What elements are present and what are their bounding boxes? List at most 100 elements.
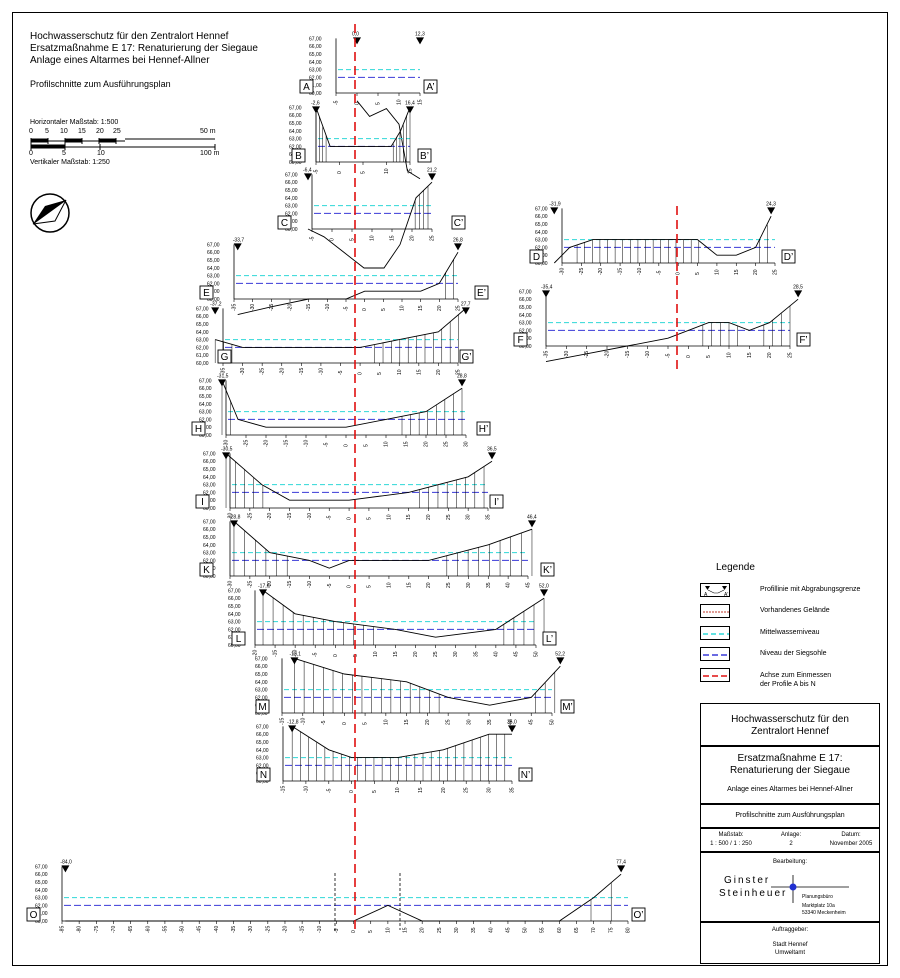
x-tick-label: -10 [293, 650, 299, 657]
x-tick-label: 25 [444, 441, 450, 447]
x-tick-label: -25 [584, 351, 590, 358]
x-tick-label: -25 [579, 268, 585, 275]
profile-label: M [258, 702, 266, 713]
profile-label-box [291, 148, 306, 163]
x-tick-label: 50 [523, 927, 529, 933]
profile-label: K’ [543, 565, 552, 576]
profile-label-box [781, 249, 796, 264]
y-tick-label: 63,00 [228, 620, 241, 626]
y-tick-label: 67,00 [255, 656, 268, 662]
x-tick-label: -15 [625, 351, 631, 358]
profile-label: N’ [521, 770, 530, 781]
x-tick-label: -20 [598, 268, 604, 275]
cut-distance-label: -31,9 [549, 201, 561, 207]
x-tick-label: -20 [288, 304, 294, 311]
legend-swatch-sohle [700, 647, 730, 661]
x-tick-label: 0 [358, 372, 364, 375]
y-tick-label: 61,00 [196, 353, 209, 359]
x-tick-label: 25 [430, 235, 436, 241]
profile-label-box [513, 332, 528, 347]
x-tick-label: -5 [326, 788, 332, 793]
x-tick-label: -15 [300, 926, 306, 933]
profile-label: O’ [634, 910, 644, 921]
profile-label: C [281, 218, 288, 229]
x-tick-label: 10 [370, 235, 376, 241]
x-tick-label: -30 [224, 440, 230, 447]
x-tick-label: -10 [645, 351, 651, 358]
x-tick-label: -20 [605, 351, 611, 358]
terrain-line [315, 107, 411, 147]
x-tick-label: 35 [510, 787, 516, 793]
y-tick-label: 64,00 [309, 60, 322, 66]
x-tick-label: -20 [282, 926, 288, 933]
x-tick-label: -5 [327, 515, 333, 520]
scale-top-25: 25 [113, 128, 121, 135]
y-tick-label: 66,00 [196, 314, 209, 320]
x-tick-label: 25 [433, 651, 439, 657]
cut-marker-icon [259, 589, 268, 597]
cut-marker-icon [556, 657, 565, 665]
profile-label-box [459, 349, 474, 364]
terrain-line [294, 657, 561, 706]
y-tick-label: 63,00 [519, 321, 532, 327]
y-tick-label: 63,00 [285, 204, 298, 210]
x-tick-label: 30 [464, 441, 470, 447]
terrain-line [307, 181, 433, 269]
x-tick-label: 45 [526, 582, 532, 588]
profile-label-box [255, 699, 270, 714]
y-tick-label: 65,00 [289, 121, 302, 127]
x-tick-label: 0 [347, 517, 353, 520]
cut-distance-label: 35,0 [507, 719, 517, 725]
y-tick-label: 64,00 [35, 888, 48, 894]
cut-distance-label: -17,6 [258, 583, 270, 589]
x-tick-label: -5 [324, 442, 330, 447]
cut-distance-label: 52,0 [539, 583, 549, 589]
profile-A: 67,0066,0065,0064,0063,0062,0061,0060,00… [299, 31, 438, 180]
y-tick-label: 65,00 [207, 258, 220, 264]
x-tick-label: 15 [390, 235, 396, 241]
x-tick-label: 5 [366, 517, 372, 520]
y-tick-label: 64,00 [535, 230, 548, 236]
profile-L: 67,0066,0065,0064,0063,0062,0061,0060,00… [228, 583, 557, 657]
y-tick-label: 67,00 [535, 206, 548, 212]
y-tick-label: 66,00 [309, 44, 322, 50]
x-tick-label: -30 [250, 304, 256, 311]
x-tick-label: -10 [304, 440, 310, 447]
x-tick-label: 5 [363, 722, 369, 725]
cut-marker-icon [406, 106, 414, 114]
profile-label-box [474, 285, 489, 300]
x-tick-label: 10 [384, 441, 390, 447]
profile-label-box [299, 79, 314, 94]
x-tick-label: -5 [334, 100, 340, 105]
scale-top-50: 50 m [200, 128, 216, 135]
y-tick-label: 60,00 [207, 297, 220, 303]
y-tick-label: 62,00 [285, 211, 298, 217]
profile-M: 67,0066,0065,0064,0063,0062,0061,0060,00… [255, 651, 575, 725]
x-tick-label: 10 [397, 369, 403, 375]
profile-G: 67,0066,0065,0064,0063,0062,0061,0060,00… [196, 301, 474, 375]
y-tick-label: 67,00 [309, 36, 322, 42]
y-tick-label: 62,00 [207, 281, 220, 287]
profile-K: 67,0066,0065,0064,0063,0062,0061,0060,00… [199, 514, 555, 588]
x-tick-label: 5 [364, 444, 370, 447]
x-tick-label: -5 [327, 583, 333, 588]
y-tick-label: 62,00 [196, 345, 209, 351]
profile-F: 67,0066,0065,0064,0063,0062,0061,0060,00… [513, 284, 811, 363]
y-tick-label: 63,00 [35, 896, 48, 902]
cut-marker-icon [416, 37, 424, 45]
profile-label: B [295, 151, 302, 162]
firm-logo-icon [771, 875, 849, 903]
profile-label-box [476, 421, 491, 436]
cut-distance-label: -30,5 [221, 446, 233, 452]
y-tick-label: 64,00 [519, 313, 532, 319]
x-tick-label: -30 [564, 351, 570, 358]
terrain-line [545, 298, 799, 363]
y-tick-label: 62,00 [519, 328, 532, 334]
x-tick-label: 40 [493, 651, 499, 657]
header-line2: Ersatzmaßnahme E 17: Renaturierung der S… [30, 43, 258, 54]
titleblock-plantype: Profilschnitte zum Ausführungsplan [700, 804, 880, 828]
x-tick-label: -10 [303, 786, 309, 793]
scale-horizontal: Horizontaler Maßstab: 1:500 [30, 119, 119, 126]
cut-marker-icon [218, 379, 226, 387]
